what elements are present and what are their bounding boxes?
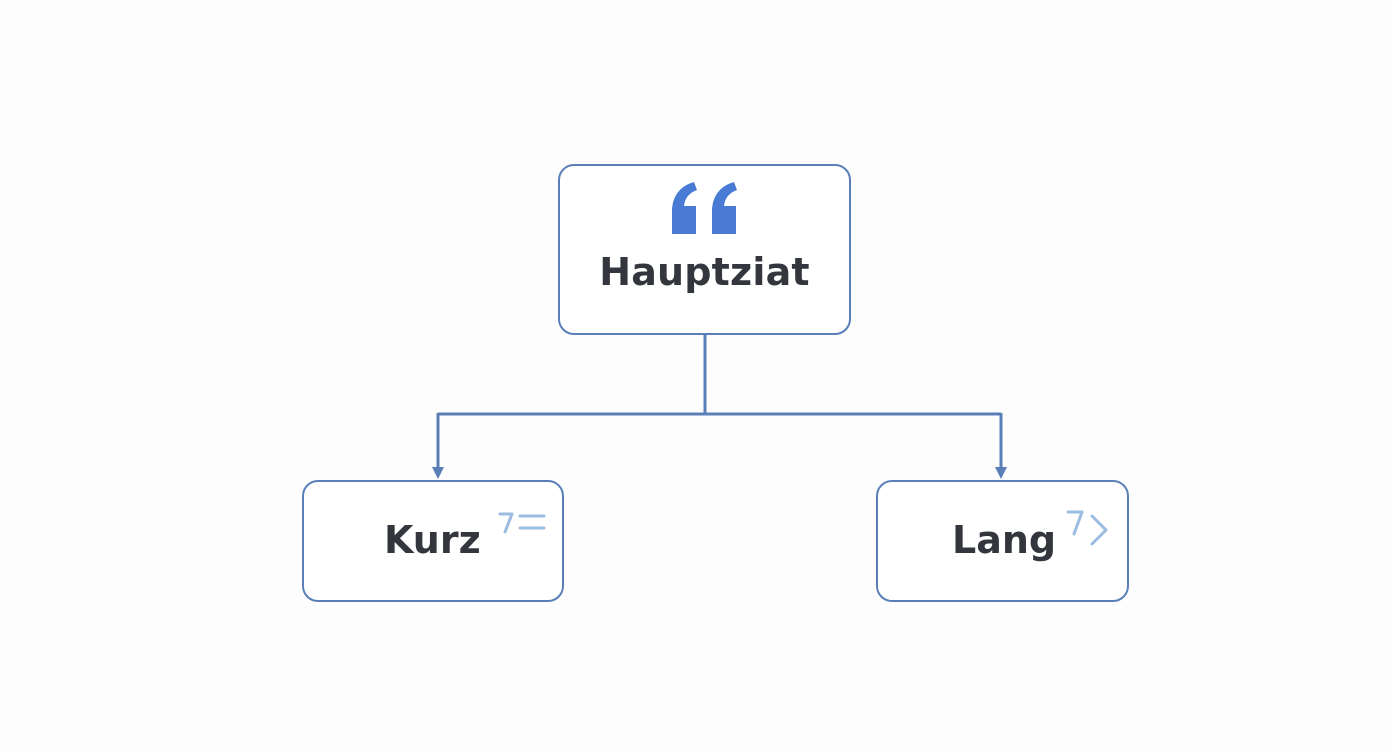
root-node[interactable]: Hauptziat [558,164,851,335]
child-label-lang: Lang [952,518,1057,562]
short-list-icon [498,512,546,534]
child-label-kurz: Kurz [384,518,481,562]
child-node-kurz[interactable]: Kurz [302,480,564,602]
root-label: Hauptziat [599,250,810,294]
quote-icon [672,182,737,234]
arrowhead-kurz [432,467,444,479]
arrowhead-lang [995,467,1007,479]
expand-arrow-icon [1066,510,1108,546]
child-node-lang[interactable]: Lang [876,480,1129,602]
